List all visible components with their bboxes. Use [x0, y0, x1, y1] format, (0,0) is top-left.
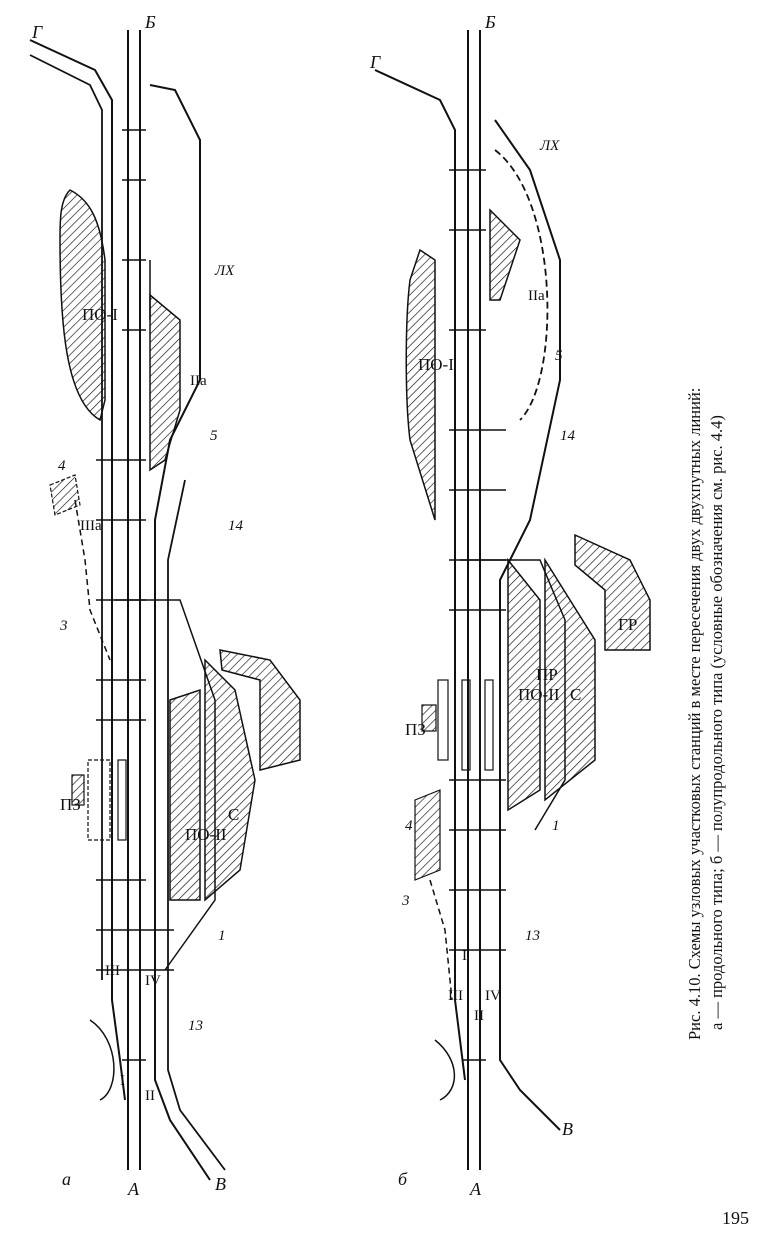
direction-a-b: А: [469, 1179, 482, 1199]
track-iv-b: IV: [485, 988, 501, 1004]
zone-gr-b: ГР: [618, 615, 637, 634]
zone-pz-b: ПЗ: [405, 720, 426, 739]
page-number: 195: [722, 1208, 749, 1228]
curve-iii-a: [89, 1019, 115, 1101]
track-iia-b: IIа: [528, 288, 545, 304]
num-1-a: 1: [218, 928, 226, 944]
num-5-a: 5: [210, 428, 218, 444]
num-13-a: 13: [188, 1018, 203, 1034]
po2-area-a: [169, 688, 201, 901]
site4-area-b: [414, 789, 441, 881]
num-14-a: 14: [228, 518, 244, 534]
line-v-a-2: [167, 479, 226, 1171]
side-track-a1: [115, 599, 216, 971]
po1-area-a: [59, 189, 106, 422]
track-i-a: I: [120, 1073, 125, 1089]
num-1-b: 1: [552, 818, 560, 834]
direction-v-a: В: [215, 1174, 226, 1194]
track-iiia-a: IIIа: [80, 518, 102, 534]
line-g-a: [29, 39, 126, 1101]
num-13-b: 13: [525, 928, 540, 944]
line-g-b: [374, 69, 466, 1081]
line-g-a-2: [29, 54, 103, 980]
zone-po2-b: ПО-II: [518, 685, 560, 704]
diagram-b: б А Б В Г ПО-I ПО-II ПР С ГР ПЗ III IV I…: [369, 12, 651, 1199]
platform-b2: [484, 679, 494, 771]
po1-area-a-right: [149, 293, 181, 472]
pz-area-a: [71, 774, 85, 806]
ticks-b: [449, 169, 506, 1061]
po2-area-b: [507, 557, 541, 812]
zone-s-b: С: [570, 685, 581, 704]
diagram-a: а А Б В Г ПО-I ПО-II С ПЗ III IV II I II…: [29, 12, 301, 1199]
caption-line-1: Рис. 4.10. Схемы узловых участковых стан…: [685, 388, 704, 1040]
line-v-b: [494, 119, 561, 1131]
curve-iii-b: [434, 1039, 456, 1101]
side-track-b1: [460, 559, 566, 831]
zone-s-a: С: [228, 805, 239, 824]
direction-a-a: А: [127, 1179, 140, 1199]
num-4-a: 4: [58, 458, 66, 474]
lead-3-a: [74, 499, 111, 661]
zone-pr-b: ПР: [536, 665, 558, 684]
panel-label-b: б: [398, 1169, 408, 1189]
pz-area-b: [421, 704, 437, 732]
track-ii-b: II: [474, 1008, 484, 1024]
track-i-b: I: [462, 948, 467, 964]
num-3-b: 3: [401, 893, 410, 909]
track-iia-a: IIа: [190, 373, 207, 389]
track-iii-b: III: [448, 988, 463, 1004]
pz-station-b: [437, 679, 449, 761]
s-area-a: [204, 658, 256, 902]
zone-po1-a: ПО-I: [82, 305, 118, 324]
platform-b1: [461, 679, 471, 771]
pz-station-a: [87, 759, 111, 841]
gr-area-b: [574, 533, 651, 651]
zone-po2-a: ПО-II: [185, 825, 227, 844]
ii-area-b: [489, 208, 521, 301]
track-lh-b: ЛХ: [539, 138, 560, 154]
direction-g-b: Г: [369, 52, 381, 72]
track-lh-a: ЛХ: [214, 263, 235, 279]
s-area-b: [544, 557, 596, 802]
direction-v-b: В: [562, 1119, 573, 1139]
num-14-b: 14: [560, 428, 576, 444]
caption-line-2: а — продольного типа; б — полупродольног…: [707, 415, 726, 1030]
figure-caption: Рис. 4.10. Схемы узловых участковых стан…: [685, 388, 726, 1040]
zone-po1-b: ПО-I: [418, 355, 454, 374]
ticks-a: [96, 129, 174, 1061]
track-iv-a: IV: [145, 973, 161, 989]
direction-b-b: Б: [484, 12, 496, 32]
num-4-b: 4: [405, 818, 413, 834]
num-5-b: 5: [555, 348, 563, 364]
po1-area-b: [405, 248, 436, 521]
line-v-a: [149, 84, 211, 1181]
track-ii-a: II: [145, 1088, 155, 1104]
track-iii-a: III: [105, 963, 120, 979]
zone-pz-a: ПЗ: [60, 795, 81, 814]
num-3-a: 3: [59, 618, 68, 634]
panel-label-a: а: [62, 1169, 71, 1189]
platform-a1: [117, 759, 127, 841]
line-lh-b: [494, 149, 549, 421]
direction-g-a: Г: [31, 22, 43, 42]
direction-b-a: Б: [144, 12, 156, 32]
site4-area-a: [49, 474, 81, 516]
lead-3-b: [429, 879, 453, 1001]
depot-area-a: [219, 649, 301, 771]
